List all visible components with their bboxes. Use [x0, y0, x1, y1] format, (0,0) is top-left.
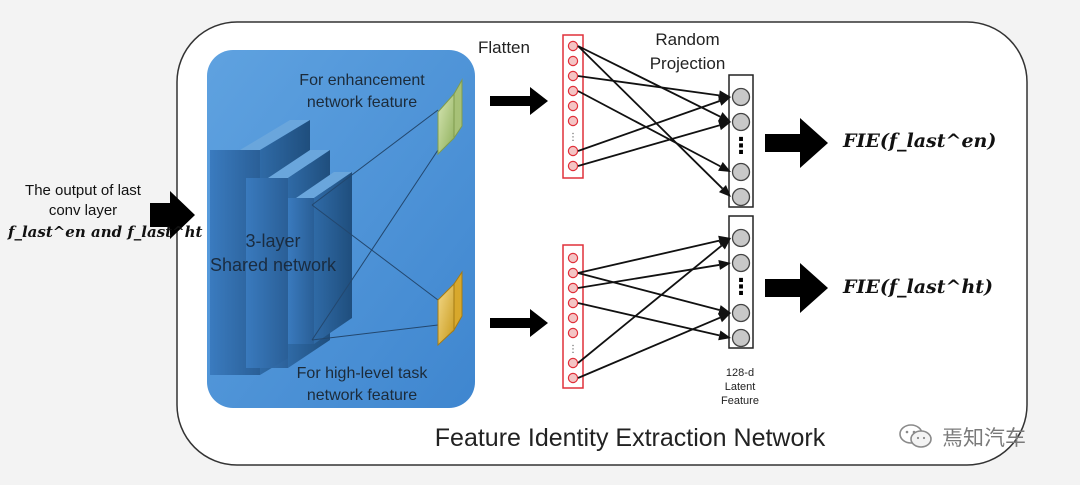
projection-edge	[577, 45, 721, 118]
latent-node	[731, 162, 751, 182]
latent-feature-label: 128-d Latent Feature	[712, 366, 768, 408]
output-fie-top: FIE(f_last^en)	[843, 130, 997, 152]
flatten-node	[567, 372, 579, 384]
projection-arrowhead	[718, 313, 731, 323]
projection-edge	[577, 45, 724, 190]
ellipsis-dots: ⋮	[568, 132, 578, 143]
random-projection-line-1: Random	[655, 30, 720, 49]
input-formula: f_last^en and f_last^ht	[8, 223, 203, 241]
latent-node	[731, 228, 751, 248]
latent-nodes-bottom: ⋮	[730, 228, 752, 348]
shared-label-line-2: Shared network	[209, 255, 337, 275]
projection-edge	[577, 272, 720, 311]
flatten-node	[567, 357, 579, 369]
projection-edge	[577, 264, 720, 289]
latent-node	[731, 303, 751, 323]
flatten-node	[567, 100, 579, 112]
input-line-2: conv layer	[48, 202, 118, 219]
latent-ellipsis: ⋮	[730, 133, 752, 158]
shared-network-label: 3-layer Shared network	[198, 229, 348, 277]
flatten-node	[567, 297, 579, 309]
enhancement-line-1: For enhancement	[299, 72, 425, 89]
output-arrow-top	[765, 118, 828, 168]
shared-layers-3d	[210, 120, 352, 375]
ellipsis-dots: ⋮	[568, 344, 578, 355]
flatten-arrow-bottom	[490, 309, 548, 337]
flatten-node	[567, 267, 579, 279]
projection-edge	[577, 90, 721, 168]
random-projection-label: Random Projection	[630, 28, 745, 76]
projection-edge	[577, 316, 721, 379]
flatten-node	[567, 115, 579, 127]
latent-line-2: Latent	[724, 381, 756, 393]
flatten-node	[567, 327, 579, 339]
projection-edge	[577, 302, 720, 337]
projection-edge	[577, 244, 723, 364]
flatten-node	[567, 55, 579, 67]
output-arrow-bottom	[765, 263, 828, 313]
wechat-icon	[899, 424, 932, 448]
enhancement-line-2: network feature	[306, 94, 418, 111]
latent-nodes-top: ⋮	[730, 87, 752, 207]
latent-ellipsis: ⋮	[730, 274, 752, 299]
flatten-node	[567, 85, 579, 97]
latent-node	[731, 253, 751, 273]
projection-edge	[577, 75, 720, 97]
highlevel-line-2: network feature	[306, 387, 418, 404]
latent-node	[731, 328, 751, 348]
flatten-node	[567, 145, 579, 157]
projection-arrowhead	[718, 96, 731, 106]
highlevel-feature-label: For high-level task network feature	[262, 363, 462, 407]
diagram-caption: Feature Identity Extraction Network	[434, 424, 826, 452]
flatten-nodes-top: ⋮	[567, 40, 579, 172]
enhancement-feature-label: For enhancement network feature	[262, 70, 462, 114]
random-projection-edges-bottom	[577, 235, 731, 379]
projection-arrowhead	[718, 120, 731, 131]
shared-label-line-1: 3-layer	[245, 231, 301, 251]
random-projection-edges-top	[577, 45, 731, 197]
projection-edge	[577, 124, 720, 167]
flatten-node	[567, 160, 579, 172]
flatten-node	[567, 282, 579, 294]
latent-line-1: 128-d	[725, 367, 755, 379]
projection-edge	[577, 239, 720, 274]
feature-projection-lines	[311, 109, 439, 341]
flatten-node	[567, 40, 579, 52]
highlevel-line-1: For high-level task	[296, 365, 428, 382]
input-line-1: The output of last	[25, 182, 141, 199]
projection-edge	[577, 100, 720, 152]
projection-arrowhead	[718, 185, 731, 197]
latent-node	[731, 87, 751, 107]
projection-arrowhead	[718, 305, 731, 315]
projection-arrowhead	[718, 161, 731, 172]
latent-node	[731, 187, 751, 207]
latent-node	[731, 112, 751, 132]
flatten-nodes-bottom: ⋮	[567, 252, 579, 384]
input-description: The output of last conv layer	[8, 181, 158, 221]
output-fie-bottom: FIE(f_last^ht)	[843, 276, 994, 298]
projection-arrowhead	[718, 112, 731, 122]
latent-line-3: Feature	[721, 395, 759, 407]
flatten-label: Flatten	[478, 38, 530, 57]
random-projection-line-2: Projection	[649, 54, 726, 73]
flatten-node	[567, 70, 579, 82]
projection-arrowhead	[718, 330, 731, 341]
flatten-arrow-top	[490, 87, 548, 115]
flatten-node	[567, 312, 579, 324]
projection-arrowhead	[718, 260, 731, 270]
flatten-node	[567, 252, 579, 264]
watermark-text: 焉知汽车	[942, 427, 1026, 450]
input-arrow	[150, 191, 195, 239]
projection-arrowhead	[718, 238, 731, 250]
